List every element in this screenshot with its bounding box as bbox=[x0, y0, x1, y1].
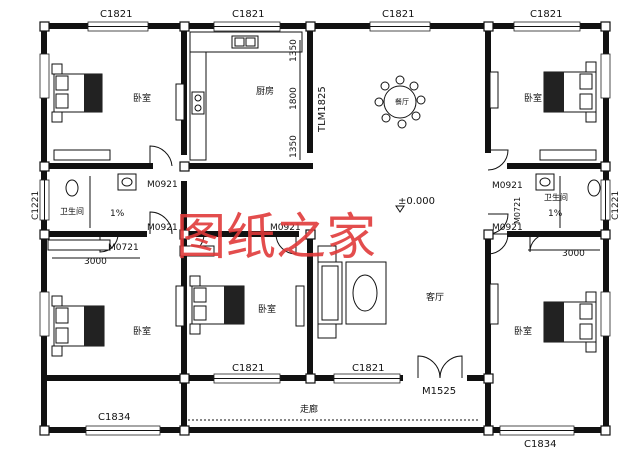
door-label-m0721-right: M0721 bbox=[513, 197, 522, 224]
door-label-m0921-e: M0921 bbox=[492, 223, 523, 233]
bed-bl-icon bbox=[51, 295, 105, 357]
room-label-bedroom-br: 卧室 bbox=[514, 325, 532, 337]
sofa-set-icon bbox=[317, 245, 387, 339]
kitchen-fixtures bbox=[189, 31, 303, 161]
door-label-m0921-b: M0921 bbox=[147, 223, 178, 233]
door-swing-entry-l bbox=[417, 355, 441, 379]
bathroom-right-fixtures bbox=[535, 173, 601, 228]
room-label-corridor: 走廊 bbox=[300, 403, 318, 415]
doors bbox=[99, 145, 549, 379]
window-left-mid bbox=[39, 53, 50, 99]
window-label-top-3: C1821 bbox=[382, 9, 414, 20]
columns bbox=[39, 21, 611, 436]
dimension-label-3000-left: 3000 bbox=[84, 257, 107, 267]
room-label-dining: 餐厅 bbox=[395, 97, 409, 106]
window-right-mid bbox=[600, 53, 611, 99]
bed-tr-icon bbox=[543, 61, 597, 123]
window-label-bottom-right: C1834 bbox=[524, 439, 556, 450]
window-label-left-side: C1221 bbox=[31, 191, 41, 220]
bed-br-icon bbox=[543, 291, 597, 353]
room-label-bedroom-tl: 卧室 bbox=[133, 92, 151, 104]
door-label-m0721-left: M0721 bbox=[108, 243, 139, 253]
room-label-bath-left: 卫生间 bbox=[60, 206, 84, 216]
window-label-top-2: C1821 bbox=[232, 9, 264, 20]
toilet-icon bbox=[65, 179, 79, 197]
door-swing-mid bbox=[275, 233, 297, 255]
window-label-top-4: C1821 bbox=[530, 9, 562, 20]
window-label-top-1: C1821 bbox=[100, 9, 132, 20]
door-label-m0921-c: M0921 bbox=[270, 223, 301, 233]
bed-tl-icon bbox=[51, 63, 103, 123]
wardrobes bbox=[47, 71, 597, 327]
door-label-m0921-a: M0921 bbox=[147, 180, 178, 190]
door-label-main-entry: M1525 bbox=[422, 386, 456, 397]
door-swing-small-left bbox=[99, 233, 119, 253]
window-label-mid-1: C1821 bbox=[232, 363, 264, 374]
door-swing-entry-r bbox=[439, 355, 463, 379]
basin-icon-right bbox=[535, 173, 555, 191]
dining-table-icon bbox=[374, 75, 426, 129]
door-swing-br bbox=[487, 233, 509, 255]
watermark-text: 图纸之家 bbox=[176, 208, 376, 266]
dimension-label-k1: 1350 bbox=[289, 39, 299, 62]
bathroom-left-fixtures bbox=[65, 173, 137, 228]
slope-label-left: 1% bbox=[110, 209, 125, 219]
dimension-label-k2: 1800 bbox=[289, 87, 299, 110]
door-swing-tr bbox=[487, 149, 509, 171]
door-swing-tl bbox=[149, 145, 173, 167]
elevation-label: ±0.000 bbox=[398, 196, 435, 207]
window-label-mid-2: C1821 bbox=[352, 363, 384, 374]
window-label-right-side: C1221 bbox=[611, 191, 621, 220]
door-label-tlm: TLM1825 bbox=[317, 86, 328, 133]
slope-label-right: 1% bbox=[548, 209, 563, 219]
toilet-icon-right bbox=[587, 179, 601, 197]
windows bbox=[39, 21, 611, 436]
bed-mid-icon bbox=[189, 275, 245, 335]
window-bl-mid bbox=[39, 291, 50, 337]
coffee-table-icon bbox=[352, 274, 378, 312]
door-swing-small-right bbox=[529, 233, 549, 253]
room-label-bedroom-bl: 卧室 bbox=[133, 325, 151, 337]
room-label-bedroom-mid: 卧室 bbox=[258, 303, 276, 315]
dimension-label-k3: 1350 bbox=[289, 135, 299, 158]
elevation-marker-icon bbox=[395, 205, 405, 213]
window-label-bottom-left: C1834 bbox=[98, 412, 130, 423]
room-label-kitchen: 厨房 bbox=[256, 85, 274, 97]
room-label-living: 客厅 bbox=[426, 291, 444, 303]
window-br-mid bbox=[600, 291, 611, 337]
basin-icon bbox=[117, 173, 137, 191]
door-swing-bath-left bbox=[149, 211, 173, 235]
door-label-m0921-d: M0921 bbox=[492, 181, 523, 191]
room-label-bath-right: 卫生间 bbox=[544, 192, 568, 202]
dimension-label-3000-right: 3000 bbox=[562, 249, 585, 259]
room-label-bedroom-tr: 卧室 bbox=[524, 92, 542, 104]
